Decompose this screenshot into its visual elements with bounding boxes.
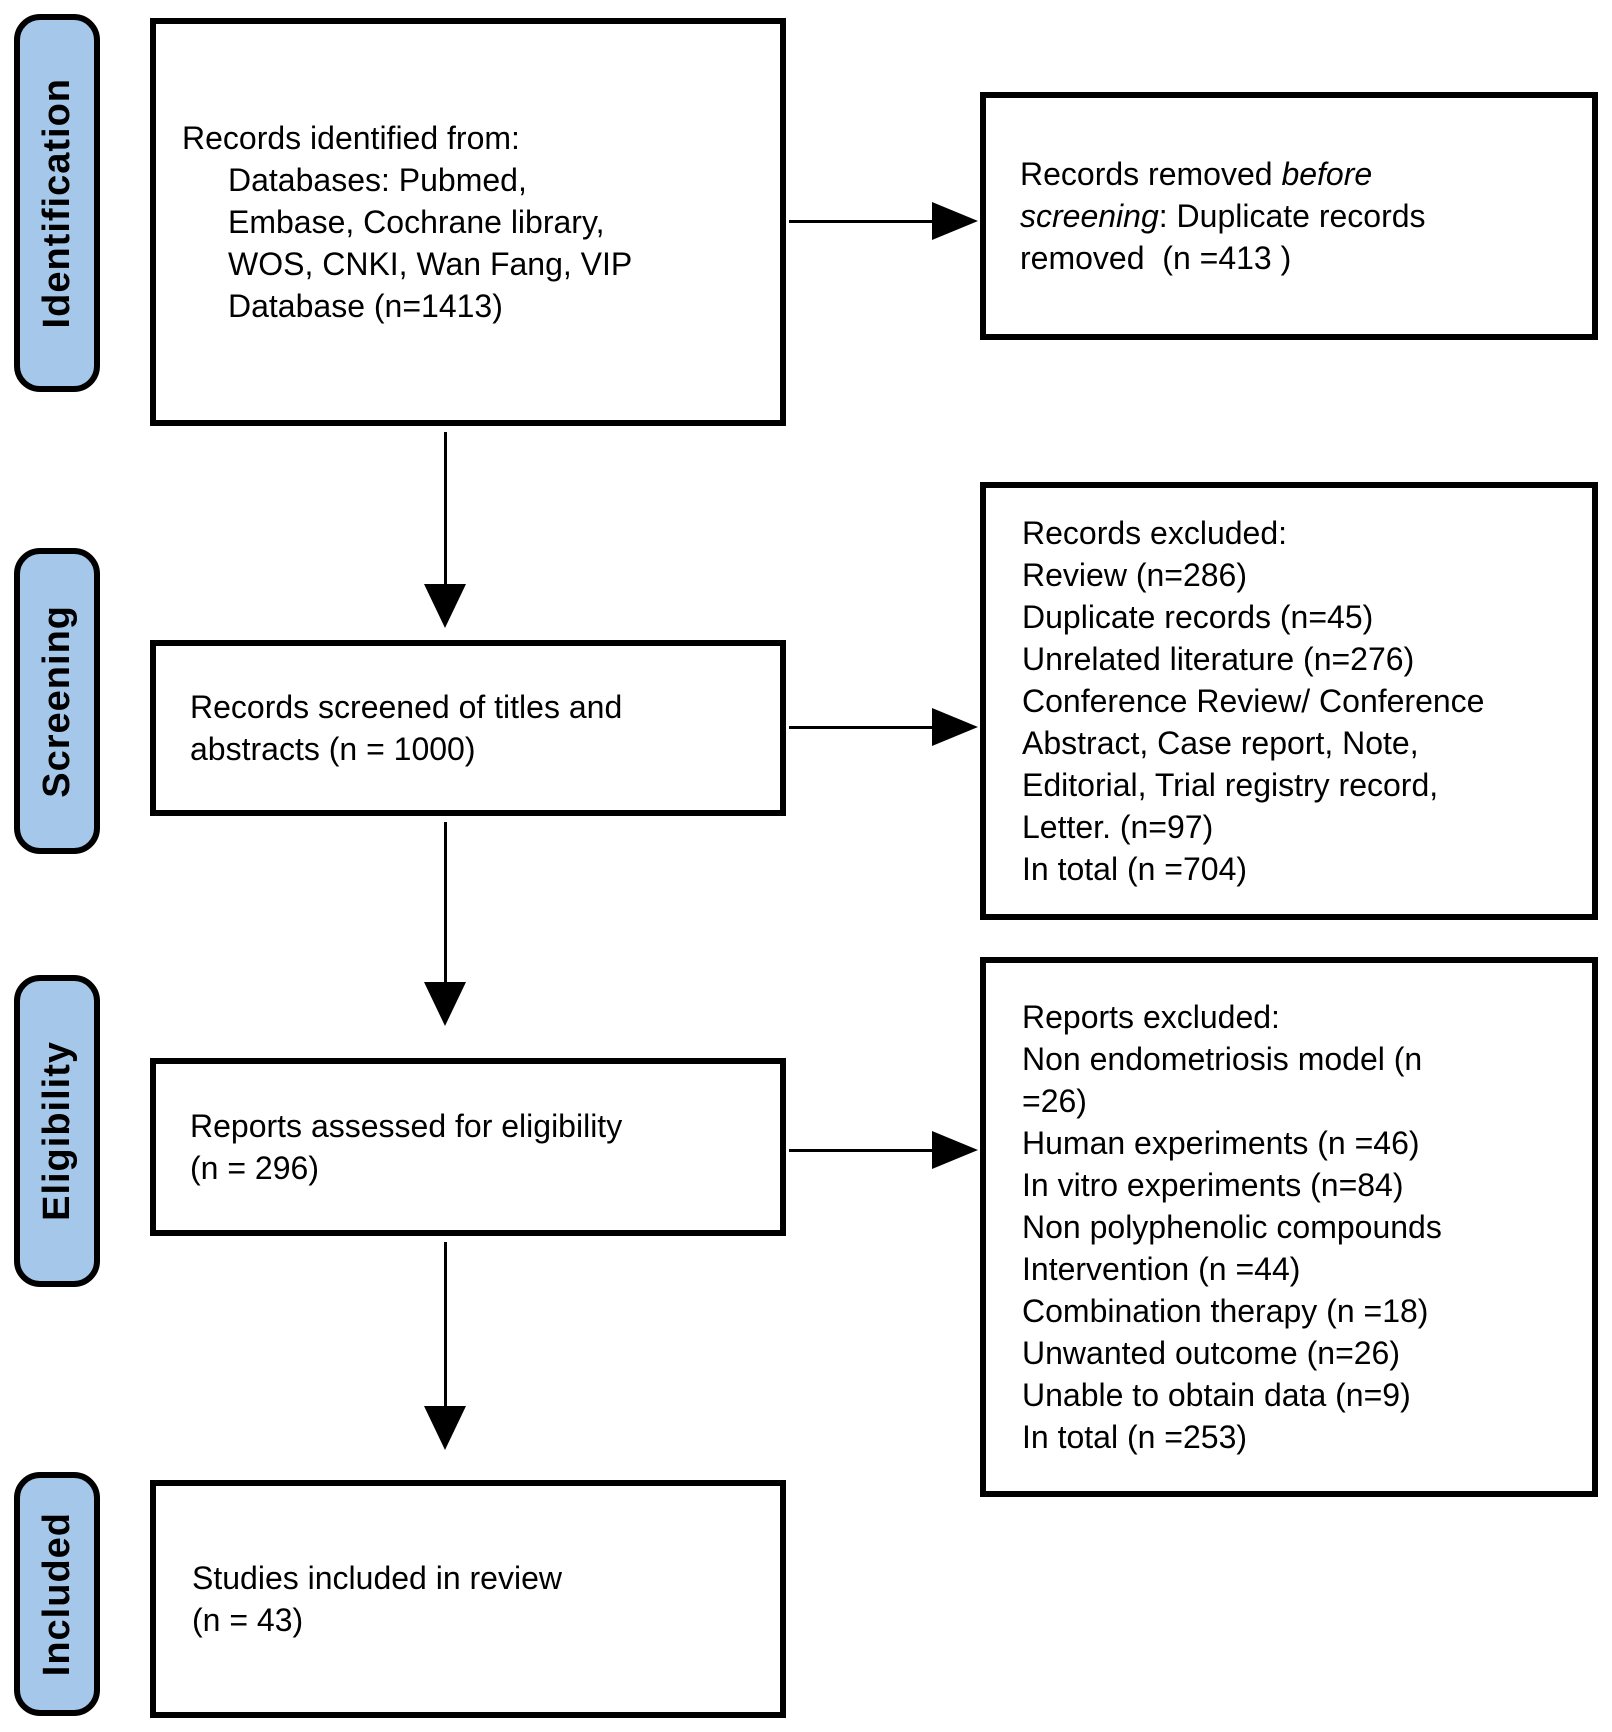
arrow-screened-to-excluded-head-icon	[932, 708, 978, 746]
box-text-line: Editorial, Trial registry record,	[1022, 767, 1439, 803]
stage-label-identification: Identification	[14, 14, 100, 392]
box-text-line: Records removed before	[1020, 153, 1582, 195]
box-text-line: In total (n =704)	[1022, 851, 1248, 887]
box-text-line: Records excluded:	[1022, 515, 1288, 551]
stage-label-screening-text: Screening	[35, 604, 78, 798]
stage-label-included-text: Included	[35, 1511, 78, 1677]
box-text-line: Duplicate records (n=45)	[1022, 599, 1374, 635]
arrow-screened-to-assessed-head-icon	[424, 982, 466, 1026]
box-text-line: removed (n =413 )	[1020, 240, 1292, 276]
box-records-screened: Records screened of titles and abstracts…	[150, 640, 786, 816]
stage-label-identification-text: Identification	[35, 77, 78, 329]
box-text-line: Reports excluded:	[1022, 999, 1280, 1035]
box-text-segment-italic: before	[1281, 156, 1373, 192]
box-text-line: Database (n=1413)	[228, 288, 503, 324]
stage-label-eligibility-text: Eligibility	[35, 1041, 78, 1221]
box-text-line: abstracts (n = 1000)	[190, 731, 476, 767]
box-reports-assessed: Reports assessed for eligibility (n = 29…	[150, 1058, 786, 1236]
box-text-line: Unable to obtain data (n=9)	[1022, 1377, 1411, 1413]
stage-label-screening: Screening	[14, 548, 100, 854]
arrow-assessed-to-excluded-head-icon	[932, 1131, 978, 1169]
arrow-identified-to-removed-head-icon	[932, 202, 978, 240]
box-text-line: Records screened of titles and	[190, 689, 623, 725]
box-text-line: Unwanted outcome (n=26)	[1022, 1335, 1400, 1371]
box-text-line: Unrelated literature (n=276)	[1022, 641, 1415, 677]
arrow-screened-to-assessed-line	[444, 822, 447, 982]
arrow-identified-to-removed-line	[789, 220, 939, 223]
box-text-line: In total (n =253)	[1022, 1419, 1248, 1455]
box-text-line: Non polyphenolic compounds	[1022, 1209, 1442, 1245]
box-text-segment-italic: screening	[1020, 198, 1159, 234]
box-text-segment: : Duplicate records	[1158, 198, 1426, 234]
arrow-assessed-to-included-head-icon	[424, 1406, 466, 1450]
box-text-line: Records identified from:	[182, 120, 520, 156]
box-text-line: In vitro experiments (n=84)	[1022, 1167, 1404, 1203]
box-text-segment: Records removed	[1020, 156, 1282, 192]
box-text-line: Embase, Cochrane library,	[228, 204, 605, 240]
box-text-line: Studies included in review	[192, 1560, 562, 1596]
arrow-identified-to-screened-line	[444, 432, 447, 584]
box-reports-excluded: Reports excluded: Non endometriosis mode…	[980, 957, 1598, 1497]
box-text-line: =26)	[1022, 1083, 1087, 1119]
arrow-assessed-to-included-line	[444, 1242, 447, 1406]
box-text-line: Review (n=286)	[1022, 557, 1247, 593]
box-text-line: (n = 296)	[190, 1150, 319, 1186]
stage-label-eligibility: Eligibility	[14, 975, 100, 1287]
box-text-line: Letter. (n=97)	[1022, 809, 1214, 845]
box-text-line: Combination therapy (n =18)	[1022, 1293, 1429, 1329]
box-text-line: Non endometriosis model (n	[1022, 1041, 1423, 1077]
box-text-line: Intervention (n =44)	[1022, 1251, 1301, 1287]
box-text-line: Human experiments (n =46)	[1022, 1125, 1420, 1161]
arrow-screened-to-excluded-line	[789, 726, 939, 729]
box-text-line: Databases: Pubmed,	[228, 162, 527, 198]
box-text-line: Abstract, Case report, Note,	[1022, 725, 1419, 761]
box-text-line: Conference Review/ Conference	[1022, 683, 1485, 719]
stage-label-included: Included	[14, 1472, 100, 1716]
box-records-excluded: Records excluded: Review (n=286) Duplica…	[980, 482, 1598, 920]
arrow-assessed-to-excluded-line	[789, 1149, 939, 1152]
box-text-line: screening: Duplicate records	[1020, 195, 1582, 237]
box-records-identified: Records identified from: Databases: Pubm…	[150, 18, 786, 426]
box-records-removed: Records removed before screening: Duplic…	[980, 92, 1598, 340]
box-studies-included: Studies included in review (n = 43)	[150, 1480, 786, 1718]
arrow-identified-to-screened-head-icon	[424, 584, 466, 628]
box-text-line: (n = 43)	[192, 1602, 304, 1638]
box-text-line: WOS, CNKI, Wan Fang, VIP	[228, 246, 633, 282]
box-text-line: Reports assessed for eligibility	[190, 1108, 623, 1144]
